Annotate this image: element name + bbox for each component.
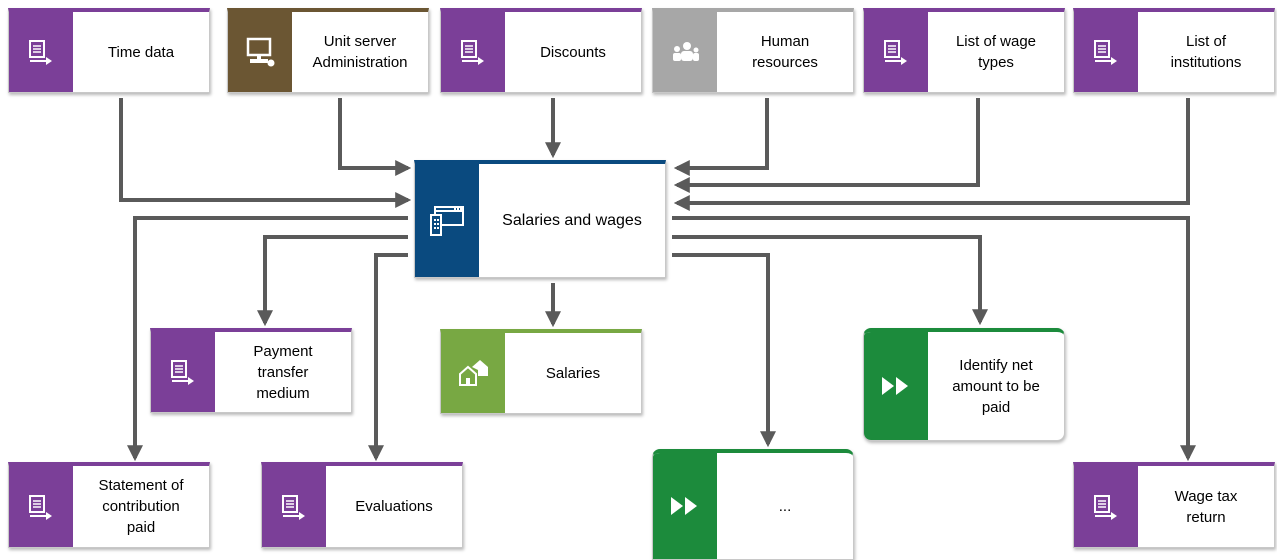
document-icon <box>461 40 484 65</box>
node-label: Identify net amount to be paid <box>952 356 1040 416</box>
document-band <box>9 466 73 547</box>
node-label: Discounts <box>540 43 606 61</box>
node-ellipsis-function[interactable]: ... <box>652 449 854 560</box>
node-time-data[interactable]: Time data <box>8 8 210 93</box>
document-band <box>1074 466 1138 547</box>
document-icon <box>884 40 907 65</box>
connector-ellipsis <box>672 253 776 448</box>
node-label: Unit server Administration <box>312 33 408 71</box>
node-label: Statement of contribution paid <box>98 477 184 536</box>
connector-wage-tax-return <box>672 216 1196 462</box>
computer-icon <box>246 37 275 67</box>
document-icon <box>29 494 52 520</box>
node-salaries-and-wages[interactable]: Salaries and wages <box>414 160 666 278</box>
connector-evaluations <box>368 253 408 462</box>
function-band <box>653 453 717 559</box>
node-label: List of institutions <box>1170 33 1242 71</box>
document-icon <box>282 494 305 520</box>
connector-statement-contribution <box>127 216 408 462</box>
connector-unit-server <box>338 98 412 176</box>
node-label: Salaries and wages <box>502 212 642 229</box>
node-payment-transfer-medium[interactable]: Payment transfer medium <box>150 328 352 413</box>
node-identify-net-amount[interactable]: Identify net amount to be paid <box>863 328 1065 441</box>
node-human-resources[interactable]: Human resources <box>652 8 854 93</box>
node-statement-contribution-paid[interactable]: Statement of contribution paid <box>8 462 210 548</box>
node-label: Human resources <box>752 33 818 71</box>
connector-list-wage-types <box>673 98 980 193</box>
cluster-band <box>441 333 505 413</box>
server-band <box>228 12 292 92</box>
node-list-institutions[interactable]: List of institutions <box>1073 8 1275 93</box>
document-icon <box>171 360 194 385</box>
node-discounts[interactable]: Discounts <box>440 8 642 93</box>
document-band <box>9 12 73 92</box>
human-band <box>653 12 717 92</box>
document-icon <box>1094 494 1117 520</box>
node-label: Evaluations <box>355 498 433 515</box>
node-label: Salaries <box>545 364 601 382</box>
connector-human-resources <box>673 98 769 176</box>
node-label: Wage tax return <box>1174 487 1238 526</box>
people-icon <box>673 42 699 61</box>
node-wage-tax-return[interactable]: Wage tax return <box>1073 462 1275 548</box>
application-window-icon <box>430 205 464 236</box>
connector-payment-transfer <box>257 235 408 327</box>
connector-list-institutions <box>673 98 1190 211</box>
node-evaluations[interactable]: Evaluations <box>261 462 463 548</box>
connector-time-data <box>119 98 412 208</box>
document-band <box>262 466 326 547</box>
houses-icon <box>459 360 488 386</box>
node-list-wage-types[interactable]: List of wage types <box>863 8 1065 93</box>
function-band <box>864 332 928 440</box>
connector-identify-net <box>672 235 988 326</box>
fast-forward-icon <box>882 377 908 395</box>
node-label: List of wage types <box>955 33 1037 71</box>
document-band <box>864 12 928 92</box>
node-unit-server[interactable]: Unit server Administration <box>227 8 429 93</box>
node-label: Time data <box>107 43 175 61</box>
document-icon <box>1094 40 1117 65</box>
node-label: ... <box>778 497 792 515</box>
document-band <box>151 332 215 412</box>
application-band <box>415 164 479 277</box>
fast-forward-icon <box>671 497 697 515</box>
node-label: Payment transfer medium <box>253 342 313 402</box>
document-icon <box>29 40 52 65</box>
node-salaries[interactable]: Salaries <box>440 329 642 414</box>
document-band <box>1074 12 1138 92</box>
document-band <box>441 12 505 92</box>
